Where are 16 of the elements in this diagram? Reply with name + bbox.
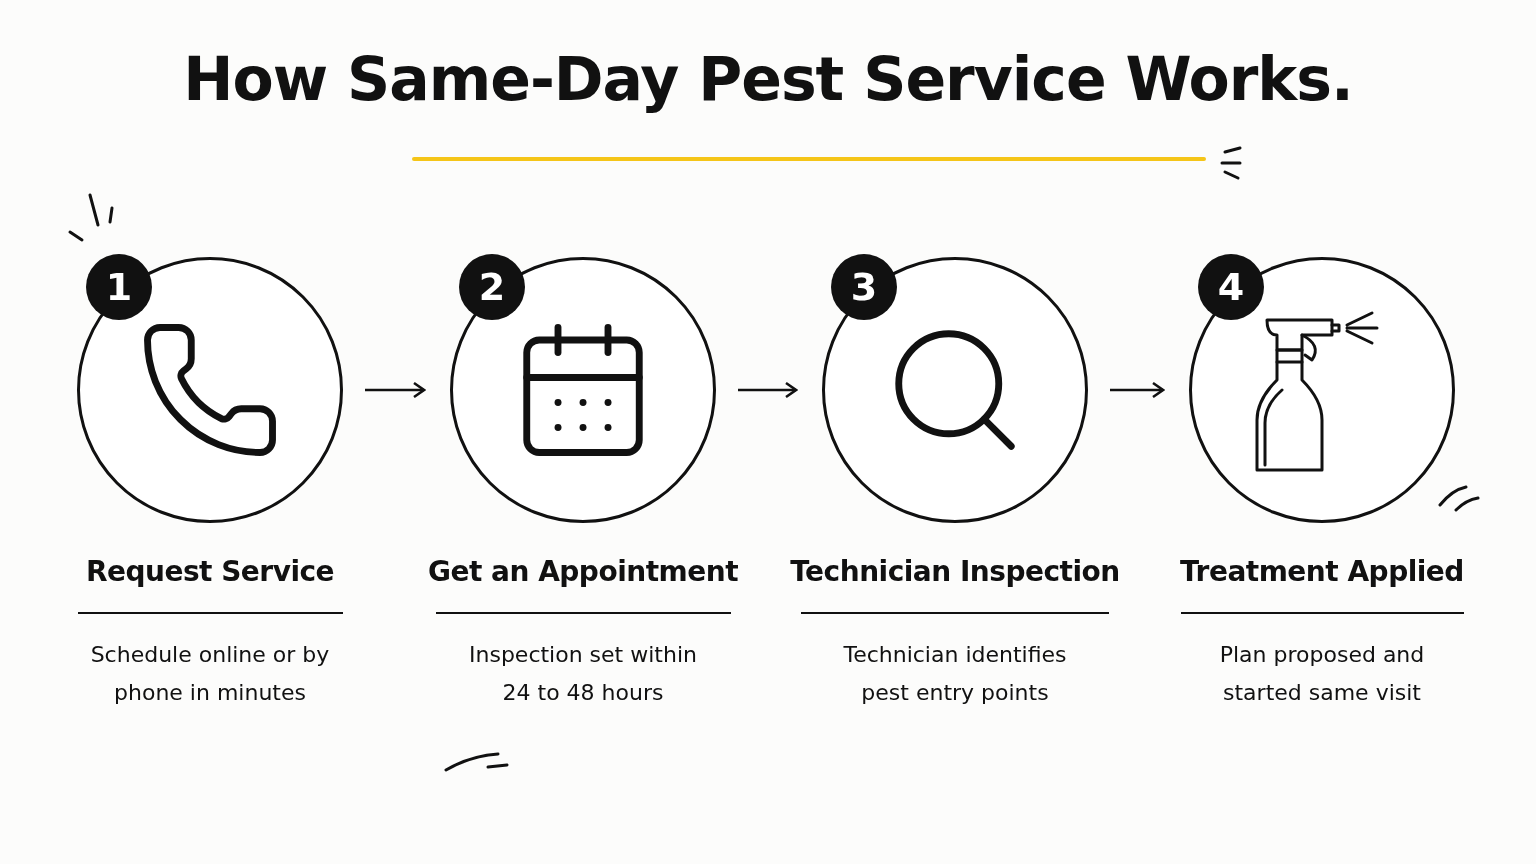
arrow	[738, 381, 798, 399]
step-number-badge: 1	[86, 254, 152, 320]
step-number-badge: 2	[459, 254, 525, 320]
step-description: Plan proposed and started same visit	[1218, 641, 1426, 707]
title: How Same-Day Pest Service Works.	[183, 44, 1353, 114]
step-description: Schedule online or by phone in minutes	[89, 641, 331, 707]
step-description: Inspection set within 24 to 48 hours	[468, 641, 698, 707]
arrow	[1110, 381, 1165, 399]
step-number-badge: 4	[1198, 254, 1264, 320]
step-title: Request Service	[85, 555, 335, 588]
step-title: Technician Inspection	[790, 555, 1120, 588]
step-title: Get an Appointment	[427, 555, 739, 588]
arrow	[365, 381, 426, 399]
step-description: Technician identifies pest entry points	[842, 641, 1068, 707]
step-title: Treatment Applied	[1180, 555, 1464, 588]
step-number-badge: 3	[831, 254, 897, 320]
